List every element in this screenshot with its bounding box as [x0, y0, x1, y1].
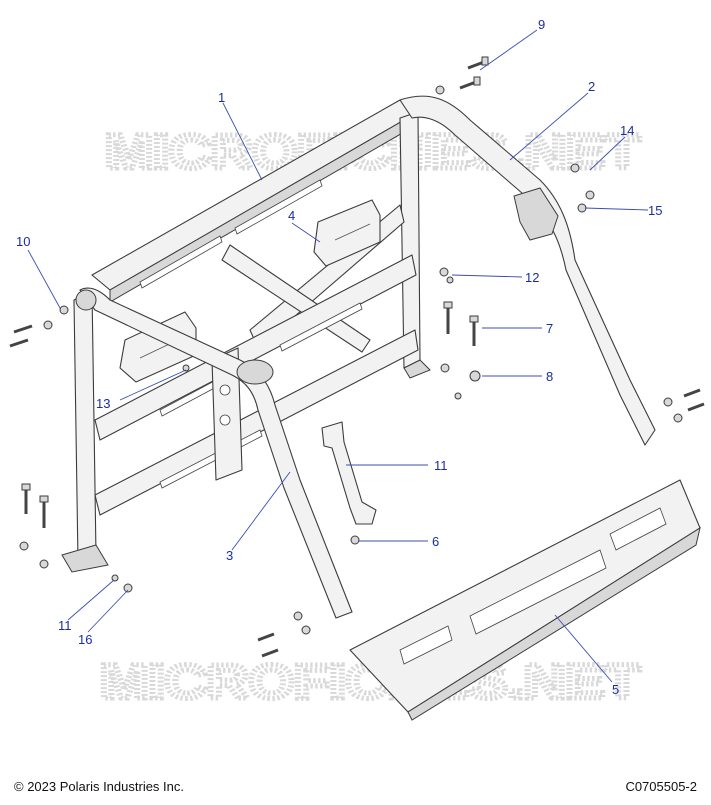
bolt-bottom-b	[261, 648, 279, 658]
nut-13	[182, 364, 190, 372]
brace-strap	[321, 421, 377, 525]
fasteners	[9, 56, 705, 658]
callout-2: 2	[588, 79, 595, 94]
bolt-7a	[443, 301, 453, 334]
nut-lower-left-a	[19, 541, 29, 551]
roll-bar-hoop	[399, 95, 656, 446]
callout-1: 1	[218, 90, 225, 105]
bolt-9a	[459, 76, 481, 90]
front-tube	[75, 287, 353, 619]
callout-16: 16	[78, 632, 92, 647]
nut-right-a	[663, 397, 673, 407]
nut-10a	[59, 305, 69, 315]
bolt-lower-left-b	[39, 495, 49, 528]
bolt-10b	[9, 338, 29, 348]
rear-frame	[61, 99, 431, 573]
nut-bottom-b	[301, 625, 311, 635]
callout-10: 10	[16, 234, 30, 249]
nut-lower-left-b	[39, 559, 49, 569]
nut-8a	[440, 363, 450, 373]
bed-panel	[349, 479, 701, 721]
nut-14	[570, 163, 580, 173]
nut-12a	[439, 267, 449, 277]
leader-lines	[27, 29, 649, 683]
nut-12b	[446, 276, 454, 284]
nut-8b	[469, 370, 481, 382]
callout-15: 15	[648, 203, 662, 218]
nut-16	[123, 583, 133, 593]
bolt-right-a	[683, 388, 701, 398]
callout-8: 8	[546, 369, 553, 384]
nut-15a	[585, 190, 595, 200]
bolt-bottom-a	[257, 632, 275, 642]
callout-11-lower: 11	[58, 618, 72, 633]
callout-11: 11	[434, 458, 448, 473]
callout-12: 12	[525, 270, 539, 285]
nut-15b	[577, 203, 587, 213]
callout-4: 4	[288, 208, 295, 223]
bolt-right-b	[687, 402, 705, 412]
nut-10b	[43, 320, 53, 330]
nut-11	[111, 574, 119, 582]
nut-bottom-a	[293, 611, 303, 621]
callouts: 9 1 2 14 15 4 10 12 7 8 13 11 3 6 11 16 …	[16, 17, 662, 697]
nut-right-b	[673, 413, 683, 423]
callout-14: 14	[620, 123, 634, 138]
callout-5: 5	[612, 682, 619, 697]
bolt-10a	[13, 324, 33, 334]
callout-7: 7	[546, 321, 553, 336]
nut-6	[350, 535, 360, 545]
bolt-lower-left-a	[21, 483, 31, 514]
callout-6: 6	[432, 534, 439, 549]
bolt-7b	[469, 315, 479, 346]
nut-9	[435, 85, 445, 95]
bolt-9b	[467, 56, 489, 70]
callout-3: 3	[226, 548, 233, 563]
copyright-text: © 2023 Polaris Industries Inc.	[14, 779, 184, 794]
drawing-code: C0705505-2	[625, 779, 697, 794]
nut-8c	[454, 392, 462, 400]
callout-9: 9	[538, 17, 545, 32]
callout-13: 13	[96, 396, 110, 411]
